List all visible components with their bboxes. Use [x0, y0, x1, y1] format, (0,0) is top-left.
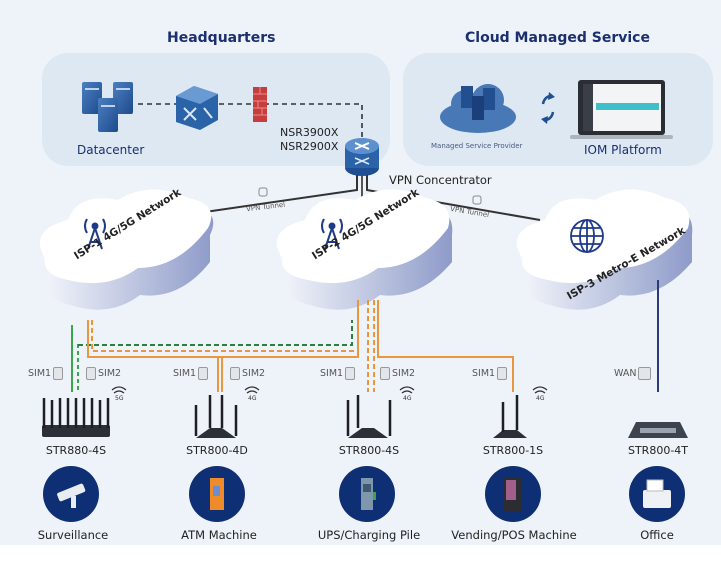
device-label-str800-4d: STR800-4D: [186, 444, 248, 457]
device-label-str800-4s: STR800-4S: [338, 444, 400, 457]
port-str880-4s-sim1: SIM1: [28, 367, 64, 380]
cell-tower-icon: [321, 218, 343, 250]
wifi-5g-icon: [111, 386, 127, 394]
sync-arrows-icon: [541, 92, 555, 124]
iom-platform-laptop-icon: [570, 80, 673, 139]
headquarters-title: Headquarters: [167, 30, 276, 46]
router-str880-4s-icon: [42, 398, 110, 437]
signal-4g-label: 4G: [248, 395, 257, 402]
port-str800-4d-sim2: SIM2: [230, 367, 265, 380]
port-str800-1s-sim1: SIM1: [472, 367, 508, 380]
wifi-4g-icon: [532, 386, 548, 394]
sim-card-icon: [380, 367, 390, 380]
use-case-charging-pile: UPS/Charging Pile: [317, 528, 421, 542]
lock-icon: [472, 195, 482, 205]
use-case-atm: ATM Machine: [181, 528, 257, 542]
ethernet-port-icon: [638, 367, 652, 380]
router-str800-1s-icon: [493, 395, 527, 438]
signal-5g-label: 5G: [115, 395, 124, 402]
use-case-office: Office: [640, 528, 674, 542]
isp1-cloud-shape: [39, 189, 214, 310]
router-model-1: NSR3900X: [280, 126, 339, 139]
vending-machine-icon: [485, 466, 541, 522]
use-case-vending-pos: Vending/POS Machine: [451, 528, 577, 542]
globe-icon: [570, 219, 604, 253]
managed-service-provider-label: Managed Service Provider: [431, 142, 523, 150]
port-str800-4s-sim2: SIM2: [380, 367, 415, 380]
datacenter-servers-icon: [82, 82, 133, 132]
port-str880-4s-sim2: SIM2: [86, 367, 121, 380]
diagram-graphics: [39, 80, 693, 438]
port-str800-4s-sim1: SIM1: [320, 367, 356, 380]
port-str800-4d-sim1: SIM1: [173, 367, 209, 380]
surveillance-camera-icon: [43, 466, 99, 522]
office-printer-icon: [629, 466, 685, 522]
sim-card-icon: [497, 367, 508, 380]
isp3-cloud-shape: [516, 189, 693, 310]
sim-card-icon: [230, 367, 240, 380]
cell-tower-icon: [84, 218, 106, 250]
device-label-str880-4s: STR880-4S: [45, 444, 107, 457]
network-diagram: Headquarters Cloud Managed Service: [0, 0, 721, 545]
vpn-concentrator-router-icon: [345, 138, 379, 176]
wifi-4g-icon: [244, 386, 260, 394]
lock-icon: [258, 187, 268, 197]
router-str800-4s-icon: [346, 395, 392, 438]
router-str800-4d-icon: [194, 395, 238, 438]
isp2-cloud-shape: [276, 189, 453, 310]
iom-platform-label: IOM Platform: [584, 143, 662, 157]
device-label-str800-1s: STR800-1S: [482, 444, 544, 457]
isp2-links: [217, 300, 514, 392]
vpn-tunnel-links: [204, 175, 541, 221]
device-label-str800-4t: STR800-4T: [627, 444, 689, 457]
atm-machine-icon: [189, 466, 245, 522]
firewall-icon: [253, 87, 267, 122]
wifi-4g-icon: [399, 386, 415, 394]
router-str800-4t-icon: [628, 422, 688, 438]
signal-4g-label: 4G: [536, 395, 545, 402]
use-case-surveillance: Surveillance: [37, 528, 109, 542]
sim-card-icon: [198, 367, 209, 380]
datacenter-label: Datacenter: [77, 143, 145, 157]
switch-icon: [176, 86, 218, 130]
managed-service-provider-icon: [440, 84, 516, 133]
signal-4g-label: 4G: [403, 395, 412, 402]
sim-card-icon: [86, 367, 96, 380]
sim-card-icon: [53, 367, 64, 380]
vpn-concentrator-label: VPN Concentrator: [389, 173, 492, 187]
router-model-2: NSR2900X: [280, 140, 339, 153]
cloud-managed-title: Cloud Managed Service: [465, 30, 650, 46]
charging-pile-icon: [339, 466, 395, 522]
sim-card-icon: [345, 367, 356, 380]
port-str800-4t-wan: WAN: [614, 367, 652, 380]
